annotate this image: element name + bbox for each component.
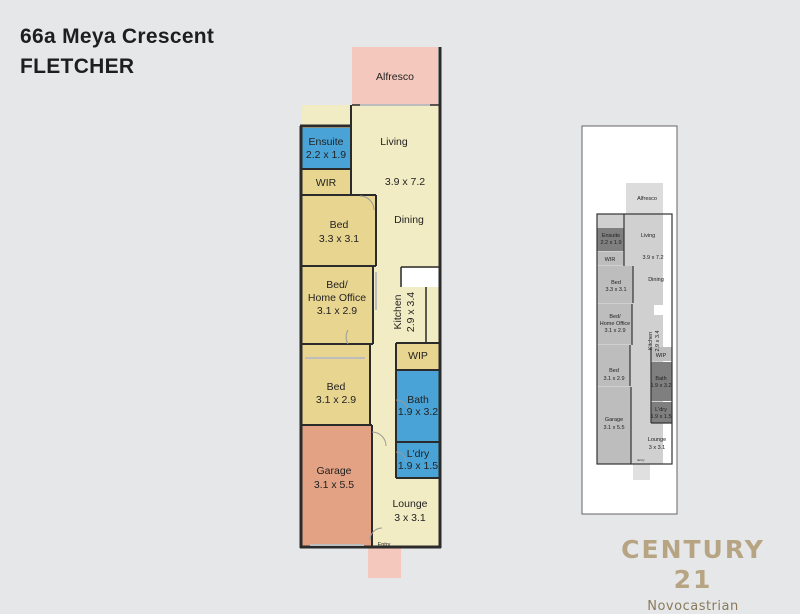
mini-label-ensuite-dims: 2.2 x 1.9 bbox=[600, 240, 621, 246]
bath-room bbox=[397, 371, 440, 441]
mini-alfresco bbox=[626, 183, 663, 214]
mini-label-bed3: Bed bbox=[609, 368, 619, 374]
mini-label-ldry: L'dry bbox=[655, 407, 667, 413]
mini-ensuite bbox=[597, 228, 624, 251]
wip-room bbox=[397, 344, 440, 369]
label-lounge: Lounge bbox=[392, 498, 427, 510]
label-bed1-dims: 3.3 x 3.1 bbox=[319, 233, 359, 245]
mini-label-kitchen: Kitchen bbox=[648, 332, 654, 350]
mini-label-garage-dims: 3.1 x 5.5 bbox=[603, 425, 624, 431]
mini-bed2 bbox=[597, 304, 632, 344]
mini-label-alfresco: Alfresco bbox=[637, 196, 657, 202]
laundry-room bbox=[397, 443, 440, 477]
label-lounge-dims: 3 x 3.1 bbox=[394, 512, 426, 524]
label-bed2-line2: Home Office bbox=[308, 292, 366, 304]
mini-label-ensuite: Ensuite bbox=[602, 233, 620, 239]
entry-porch bbox=[368, 548, 401, 578]
mini-bed1 bbox=[597, 266, 633, 303]
mini-label-entry: Entry bbox=[637, 458, 645, 462]
label-bed2-line1: Bed/ bbox=[326, 279, 348, 291]
mini-ldry bbox=[651, 402, 672, 423]
mini-label-garage: Garage bbox=[605, 417, 623, 423]
label-kitchen-dims: 2.9 x 3.4 bbox=[405, 292, 417, 332]
mini-label-bath: Bath bbox=[655, 376, 666, 382]
floor-plans: Alfresco Living 3.9 x 7.2 Dining Ensuite… bbox=[299, 47, 678, 578]
label-living: Living bbox=[380, 136, 408, 148]
label-bed1: Bed bbox=[330, 219, 349, 231]
label-garage: Garage bbox=[316, 465, 351, 477]
wir-room bbox=[302, 170, 350, 194]
label-bed3-dims: 3.1 x 2.9 bbox=[316, 394, 356, 406]
mini-label-bed2-line2: Home Office bbox=[600, 321, 630, 327]
alfresco-area bbox=[352, 47, 438, 105]
mini-label-bed2-line1: Bed/ bbox=[609, 314, 621, 320]
mini-label-ldry-dims: 1.9 x 1.5 bbox=[650, 414, 671, 420]
mini-entry-porch bbox=[633, 464, 650, 480]
garage-room bbox=[302, 426, 371, 547]
label-bed2-dims: 3.1 x 2.9 bbox=[317, 305, 357, 317]
logo-sub-text: Novocastrian bbox=[647, 599, 739, 614]
sliding-doors bbox=[305, 104, 430, 546]
logo-main-text: CENTURY 21 bbox=[621, 535, 765, 594]
label-bath-dims: 1.9 x 3.2 bbox=[398, 406, 438, 418]
label-wip: WIP bbox=[408, 350, 428, 362]
mini-label-dining: Dining bbox=[648, 277, 664, 283]
label-bed3: Bed bbox=[327, 381, 346, 393]
door-swings bbox=[345, 195, 409, 541]
mini-label-living: Living bbox=[641, 233, 655, 239]
mini-bath bbox=[651, 362, 672, 401]
mini-label-living-dims: 3.9 x 7.2 bbox=[642, 255, 663, 261]
mini-wir bbox=[597, 252, 624, 265]
mini-floor-plan: Alfresco Living 3.9 x 7.2 Dining Ensuite… bbox=[581, 125, 678, 515]
street-address: 66a Meya Crescent bbox=[20, 25, 215, 48]
label-bath: Bath bbox=[407, 394, 429, 406]
label-ldry-dims: 1.9 x 1.5 bbox=[398, 460, 438, 472]
mini-label-wip: WIP bbox=[656, 353, 667, 359]
mini-label-bed1-dims: 3.3 x 3.1 bbox=[605, 287, 626, 293]
ensuite-room bbox=[302, 128, 350, 168]
mini-label-bath-dims: 1.9 x 3.2 bbox=[650, 383, 671, 389]
label-kitchen: Kitchen bbox=[392, 294, 404, 329]
mini-label-bed1: Bed bbox=[611, 280, 621, 286]
label-ldry: L'dry bbox=[407, 448, 430, 460]
label-entry: Entry bbox=[378, 542, 391, 548]
bed1-room bbox=[302, 196, 375, 265]
mini-label-kitchen-dims: 2.9 x 3.4 bbox=[655, 330, 661, 351]
label-ensuite: Ensuite bbox=[308, 136, 343, 148]
mini-bed3 bbox=[597, 345, 630, 386]
bed2-room bbox=[302, 267, 373, 343]
century21-logo: CENTURY 21 Novocastrian bbox=[608, 535, 778, 614]
label-garage-dims: 3.1 x 5.5 bbox=[314, 479, 354, 491]
mini-label-lounge: Lounge bbox=[648, 437, 666, 443]
mini-label-wir: WIR bbox=[605, 257, 616, 263]
label-dining: Dining bbox=[394, 214, 424, 226]
mini-label-bed2-dims: 3.1 x 2.9 bbox=[604, 328, 625, 334]
label-ensuite-dims: 2.2 x 1.9 bbox=[306, 149, 346, 161]
mini-label-bed3-dims: 3.1 x 2.9 bbox=[603, 376, 624, 382]
mini-garage bbox=[597, 387, 631, 464]
label-living-dims: 3.9 x 7.2 bbox=[385, 176, 425, 188]
mini-walls bbox=[596, 213, 673, 465]
mini-wip bbox=[651, 347, 672, 361]
label-wir: WIR bbox=[316, 177, 337, 189]
label-alfresco: Alfresco bbox=[376, 71, 414, 83]
property-address: 66a Meya Crescent FLETCHER bbox=[20, 22, 214, 82]
mini-kitchen-void bbox=[654, 305, 672, 315]
kitchen-void bbox=[402, 268, 440, 287]
mini-label-lounge-dims: 3 x 3.1 bbox=[649, 445, 666, 451]
main-floor-plan: Alfresco Living 3.9 x 7.2 Dining Ensuite… bbox=[299, 47, 442, 578]
suburb-name: FLETCHER bbox=[20, 55, 135, 78]
